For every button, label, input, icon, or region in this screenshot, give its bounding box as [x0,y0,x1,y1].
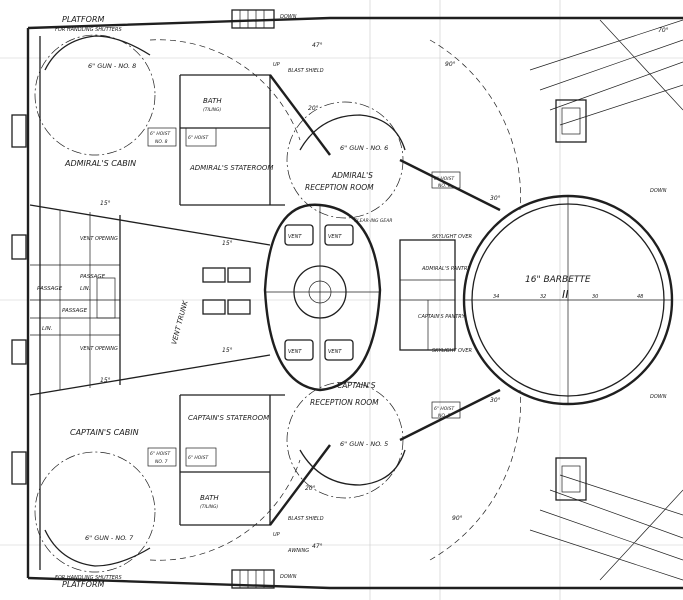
platform-bottom-sublabel: FOR HANDLING SHUTTERS [55,575,122,581]
angle-30-top-label: 30° [490,195,501,202]
passage-left-label: PASSAGE [37,286,63,292]
captains-pantry-label: CAPTAIN'S PANTRY [418,314,466,320]
platform-bottom-label: PLATFORM [62,580,105,589]
interior-walls [29,74,501,526]
awning-label: AWNING [287,548,309,554]
captains-stateroom-label: CAPTAIN'S STATEROOM [188,414,269,422]
down-right-bottom-label: DOWN [650,394,667,400]
angle-30-bottom-label: 30° [490,397,501,404]
angle-15-mid-label: 15° [100,200,111,207]
down-top-label: DOWN [280,14,297,20]
lin-right-label: LIN. [80,286,91,292]
gun-6-arc [286,101,404,219]
vent-label-1: VENT [288,234,302,240]
stairs [11,9,275,589]
turret-machinery [555,99,587,501]
gun-8-arc [34,34,156,156]
admirals-stateroom-label: ADMIRAL'S STATEROOM [189,164,273,172]
barbette-number: II [562,288,569,301]
barbette-scale-0: 34 [493,294,499,300]
vent-opening-top-label: VENT OPENING [80,236,118,242]
platform-top-sublabel: FOR HANDLING SHUTTERS [55,27,122,33]
angle-90-top-label: 90° [445,61,456,68]
up-top-label: UP [273,62,280,68]
barbette-scale-2: 30 [592,294,598,300]
passage-lower-label: PASSAGE [62,308,88,314]
gun-7-label: 6" GUN - NO. 7 [85,534,134,542]
bath-bottom-sublabel: (TILING) [200,504,219,510]
pantries [399,239,456,351]
hoist-no5-label: 6" HOIST [434,406,455,412]
down-bottom-label: DOWN [280,574,297,580]
vent-label-4: VENT [328,349,342,355]
hoist-b-label: 6" HOIST [188,455,209,461]
skylight-over-top-label: SKYLIGHT OVER [432,234,472,240]
barbette-scale-1: 32 [540,294,546,300]
skylight-over-bottom-label: SKYLIGHT OVER [432,348,472,354]
lin-left-label: LIN. [42,326,53,332]
down-right-top-label: DOWN [650,188,667,194]
hoist-no7-label: 6" HOIST [150,451,171,457]
vent-opening-bottom-label: VENT OPENING [80,346,118,352]
hull-outline [26,16,683,590]
barbette [462,194,674,406]
blast-shield-top-label: BLAST SHIELD [288,68,324,74]
up-bottom-label: UP [273,532,280,538]
gun-7-arc [34,451,156,573]
hoist-no6-sublabel: NO. 6 [438,183,451,189]
angle-90-bottom-label: 90° [452,515,463,522]
vent-trunk-label: VENT TRUNK [170,299,190,346]
bath-top-label: BATH [203,97,222,105]
hoist-no8-sublabel: NO. 8 [155,139,168,145]
platform-top-label: PLATFORM [62,15,105,24]
captains-reception-label-2: RECEPTION ROOM [310,398,379,407]
admirals-pantry-label: ADMIRAL'S PANTRY [421,266,471,272]
vent-label-2: VENT [328,234,342,240]
forward-structure-lines [529,19,683,581]
hoist-no7-sublabel: NO. 7 [155,459,168,465]
gun-8-label: 6" GUN - NO. 8 [88,62,136,70]
hoist-no6-label: 6" HOIST [434,176,455,182]
barbette-scale-3: 48 [637,294,643,300]
gun-5-label: 6" GUN - NO. 5 [340,440,388,448]
bath-bottom-label: BATH [200,494,219,502]
angle-20-top-label: 20° [308,105,319,112]
angle-15-bottom-label: 15° [222,347,233,354]
gun-arcs [34,34,521,573]
hoists [147,127,461,467]
angle-70-label: 70° [658,27,669,34]
angle-47-top-label: 47° [312,42,323,49]
hoist-a-label: 6" HOIST [188,135,209,141]
vent-trunk-boxes [96,267,251,319]
angle-15-low-label: 15° [100,377,111,384]
admirals-reception-label: ADMIRAL'S [331,171,373,180]
angle-20-bottom-label: 20° [305,485,316,492]
barbette-label: 16" BARBETTE [525,275,591,285]
gun-6-label: 6" GUN - NO. 6 [340,144,388,152]
bath-top-sublabel: (TILING) [203,107,222,113]
vent-label-3: VENT [288,349,302,355]
captains-reception-label: CAPTAIN'S [337,381,376,390]
blast-shield-bottom-label: BLAST SHIELD [288,516,324,522]
angle-47-bottom-label: 47° [312,543,323,550]
hoist-no8-label: 6" HOIST [150,131,171,137]
angle-15-top-label: 15° [222,240,233,247]
clearing-gear-label: CLEAR-ING GEAR [354,218,392,224]
passage-right-label: PASSAGE [80,274,106,280]
central-room [263,203,382,392]
hoist-no5-sublabel: NO. 5 [438,413,451,419]
captains-cabin-label: CAPTAIN'S CABIN [70,428,139,437]
admirals-cabin-label: ADMIRAL'S CABIN [64,159,136,168]
admirals-reception-label-2: RECEPTION ROOM [305,183,374,192]
